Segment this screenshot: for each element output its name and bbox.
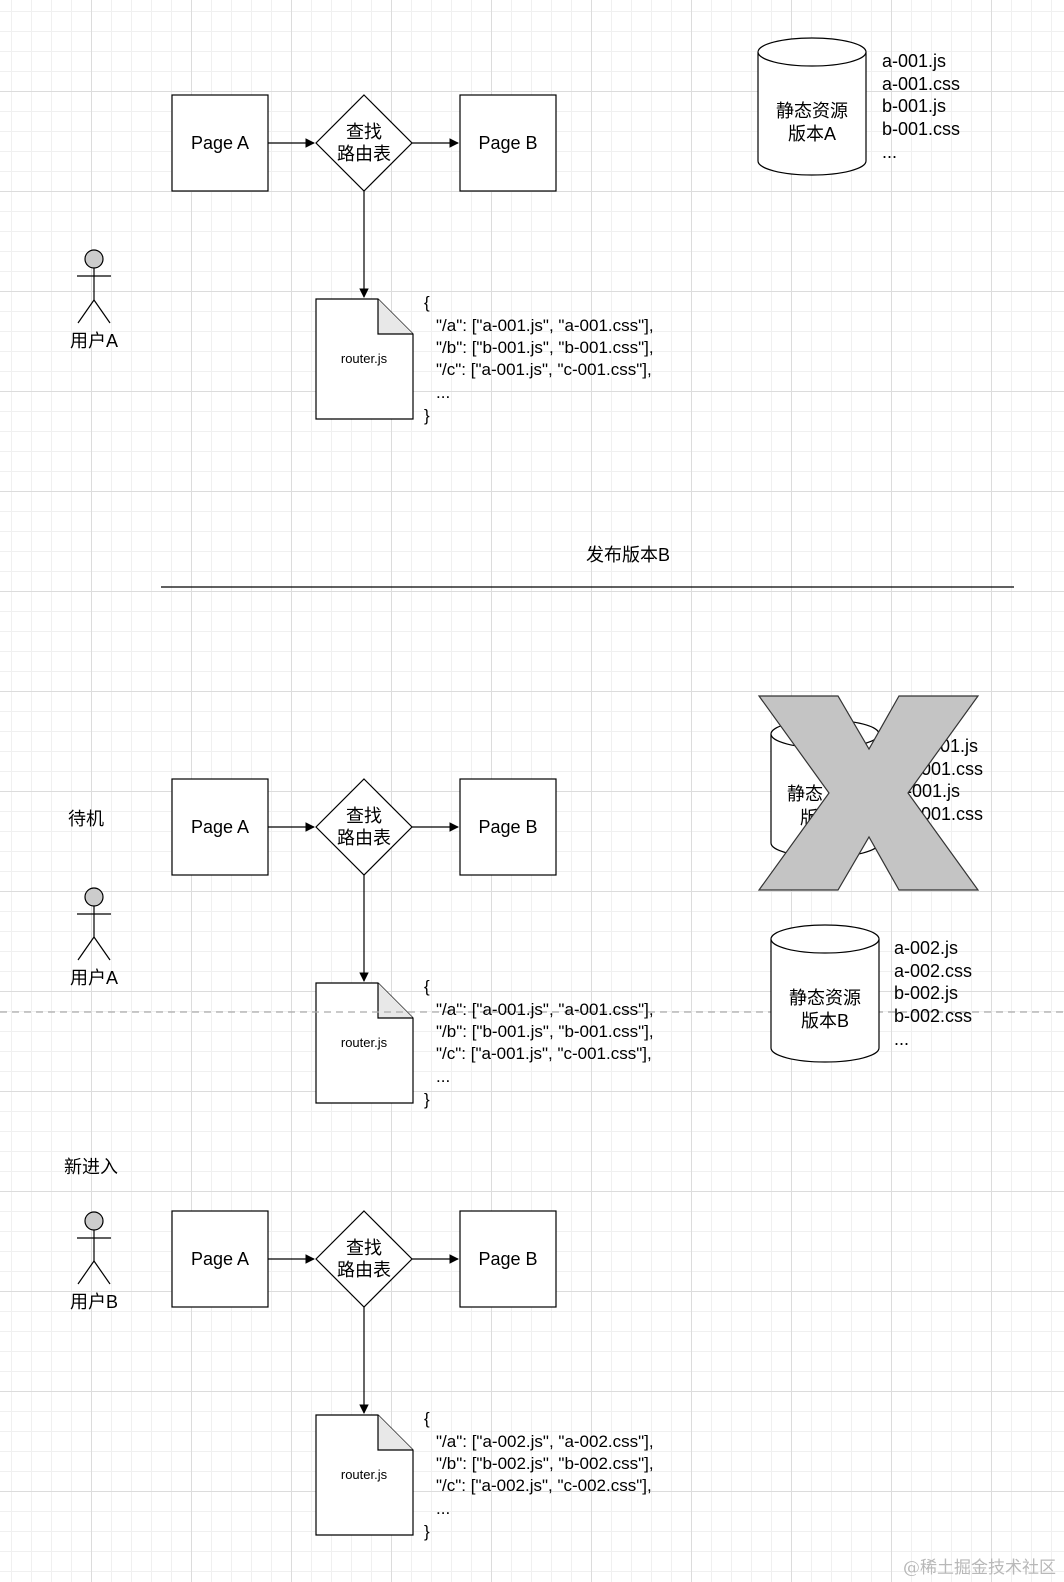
route-line: ... [436, 383, 450, 402]
page-a-label: Page A [191, 133, 249, 153]
route-line: } [424, 1522, 430, 1541]
flow-section-2: 待机 Page A 查找 路由表 Page B router.js { "/a"… [0, 695, 1064, 1109]
asset-list-b: a-002.js a-002.css b-002.js b-002.css ..… [894, 938, 972, 1049]
release-label: 发布版本B [586, 545, 670, 565]
asset-item: b-001.js [882, 96, 946, 116]
actor-label: 用户A [70, 331, 118, 351]
lookup-decision [315, 94, 413, 192]
route-line: { [424, 293, 430, 312]
asset-list-a: a-001.js a-001.css b-001.js b-001.css ..… [882, 51, 960, 162]
page-a-box [171, 94, 269, 192]
router-file-label: router.js [341, 351, 388, 366]
lookup-label-line2: 路由表 [337, 828, 391, 848]
route-line: "/a": ["a-001.js", "a-001.css"], [436, 316, 654, 335]
route-line: "/c": ["a-001.js", "c-001.css"], [436, 1044, 652, 1063]
asset-item: b-001.css [882, 119, 960, 139]
storage-label-line2: 版本A [788, 124, 836, 144]
storage-label-line1: 静态 [787, 784, 823, 804]
storage-version-b: 静态资源 版本B [770, 924, 880, 1063]
new-entry-label: 新进入 [64, 1157, 118, 1177]
actor-user-a: 用户A [70, 249, 118, 351]
lookup-decision [315, 1210, 413, 1308]
page-b-box [459, 1210, 557, 1308]
page-a-box [171, 778, 269, 876]
asset-item: 001.css [921, 759, 983, 779]
watermark: @稀土掘金技术社区 [903, 1558, 1056, 1578]
route-line: "/b": ["b-002.js", "b-002.css"], [436, 1454, 654, 1473]
page-b-box [459, 94, 557, 192]
route-line: "/b": ["b-001.js", "b-001.css"], [436, 338, 654, 357]
database-icon [770, 939, 880, 1063]
lookup-decision [315, 778, 413, 876]
route-line: "/a": ["a-002.js", "a-002.css"], [436, 1432, 654, 1451]
page-b-box [459, 778, 557, 876]
actor-head [84, 887, 104, 907]
idle-label: 待机 [68, 809, 104, 829]
route-line: { [424, 1409, 430, 1428]
storage-version-a: 静态资源 版本A [757, 37, 867, 176]
route-table-v2: { "/a": ["a-002.js", "a-002.css"], "/b":… [424, 1409, 654, 1541]
lookup-label-line2: 路由表 [337, 1260, 391, 1280]
route-line: ... [436, 1067, 450, 1086]
page-a-label: Page A [191, 817, 249, 837]
lookup-label-line1: 查找 [346, 806, 382, 826]
asset-item: a-002.js [894, 938, 958, 958]
asset-item: b-002.js [894, 983, 958, 1003]
page-b-label: Page B [478, 133, 537, 153]
router-file-label: router.js [341, 1467, 388, 1482]
route-line: ... [436, 1499, 450, 1518]
actor-head [84, 249, 104, 269]
route-line: { [424, 977, 430, 996]
actor-head [84, 1211, 104, 1231]
cross-x-icon [757, 695, 980, 891]
actor-label: 用户A [70, 968, 118, 988]
route-table-v1: { "/a": ["a-001.js", "a-001.css"], "/b":… [424, 293, 654, 425]
page-a-label: Page A [191, 1249, 249, 1269]
asset-item: b-002.css [894, 1006, 972, 1026]
asset-item: a-001.css [882, 74, 960, 94]
actor-label: 用户B [70, 1292, 118, 1312]
asset-item: 001.css [921, 804, 983, 824]
route-line: "/c": ["a-002.js", "c-002.css"], [436, 1476, 652, 1495]
route-line: } [424, 1090, 430, 1109]
asset-item: a-001.js [882, 51, 946, 71]
lookup-label-line2: 路由表 [337, 144, 391, 164]
asset-item: a-002.css [894, 961, 972, 981]
storage-version-a-obsolete: 静态 版 001.js 001.css -001.js 001.css [757, 695, 983, 891]
lookup-label-line1: 查找 [346, 122, 382, 142]
storage-label-line1: 静态资源 [776, 101, 848, 121]
asset-item: ... [894, 1029, 909, 1049]
page-b-label: Page B [478, 817, 537, 837]
flow-section-1: Page A 查找 路由表 Page B router.js { "/a": [… [70, 37, 960, 425]
storage-label-line1: 静态资源 [789, 988, 861, 1008]
lookup-label-line1: 查找 [346, 1238, 382, 1258]
actor-user-a: 用户A [70, 887, 118, 988]
storage-label-line2: 版本B [801, 1011, 849, 1031]
flow-section-3: 新进入 Page A 查找 路由表 Page B router.js { "/a… [64, 1157, 654, 1541]
route-line: "/a": ["a-001.js", "a-001.css"], [436, 1000, 654, 1019]
route-line: "/b": ["b-001.js", "b-001.css"], [436, 1022, 654, 1041]
page-a-box [171, 1210, 269, 1308]
page-b-label: Page B [478, 1249, 537, 1269]
asset-item: -001.js [906, 781, 960, 801]
actor-user-b: 用户B [70, 1211, 118, 1312]
asset-item: ... [882, 142, 897, 162]
route-line: } [424, 406, 430, 425]
database-icon [757, 52, 867, 176]
route-table-v1: { "/a": ["a-001.js", "a-001.css"], "/b":… [424, 977, 654, 1109]
router-file-label: router.js [341, 1035, 388, 1050]
route-line: "/c": ["a-001.js", "c-001.css"], [436, 360, 652, 379]
